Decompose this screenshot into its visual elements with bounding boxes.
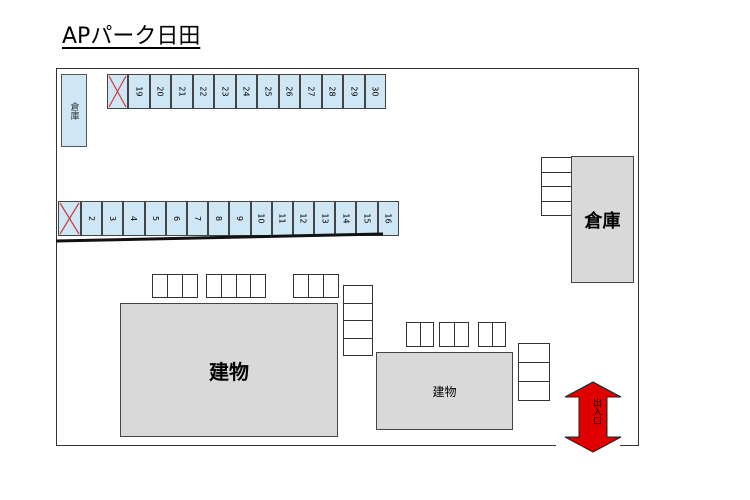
storage-box-group xyxy=(152,274,198,298)
storage-box-stack xyxy=(518,343,550,401)
lot-boundary-right xyxy=(638,68,639,446)
parking-spot: 22 xyxy=(192,74,214,109)
parking-spot: 24 xyxy=(235,74,257,109)
parking-spot: 23 xyxy=(214,74,236,109)
storage-box-group xyxy=(206,274,266,298)
lot-boundary xyxy=(56,68,639,446)
cross-icon xyxy=(59,202,80,235)
parking-row-bottom: 2 3 4 5 6 7 8 9 10 11 12 13 14 15 16 xyxy=(58,201,399,236)
parking-spot: 20 xyxy=(149,74,171,109)
cross-icon xyxy=(108,75,127,108)
building-large-label: 建物 xyxy=(209,359,249,384)
parking-spot: 3 xyxy=(102,201,124,236)
parking-spot: 19 xyxy=(128,74,150,109)
storage-box-stack xyxy=(343,285,373,356)
storage-box-group xyxy=(406,322,434,347)
parking-spot: 27 xyxy=(300,74,322,109)
storage-box-group xyxy=(439,322,469,347)
parking-spot: 9 xyxy=(229,201,251,236)
warehouse: 倉庫 xyxy=(571,156,634,283)
page-title: APパーク日田 xyxy=(62,24,201,49)
curb-line xyxy=(56,232,384,243)
building-small-label: 建物 xyxy=(432,384,457,399)
parking-spot: 6 xyxy=(165,201,187,236)
small-storage-label: 倉庫 xyxy=(68,101,79,120)
lot-boundary-bottom-right xyxy=(620,445,639,446)
unavailable-spot xyxy=(58,201,81,236)
building-small: 建物 xyxy=(376,352,513,430)
parking-spot: 30 xyxy=(364,74,386,109)
parking-spot: 8 xyxy=(208,201,230,236)
parking-spot: 26 xyxy=(278,74,300,109)
parking-spot: 28 xyxy=(321,74,343,109)
entrance-arrow-icon xyxy=(563,381,623,453)
parking-spot: 2 xyxy=(81,201,103,236)
parking-spot: 7 xyxy=(186,201,209,236)
parking-spot: 16 xyxy=(377,201,399,236)
parking-spot: 5 xyxy=(144,201,166,236)
parking-spot: 4 xyxy=(123,201,145,236)
parking-row-top: 19 20 21 22 23 24 25 26 27 28 29 30 xyxy=(107,74,386,109)
building-large: 建物 xyxy=(120,303,338,437)
small-storage: 倉庫 xyxy=(61,74,87,147)
storage-box-group xyxy=(478,322,506,347)
warehouse-side-spaces xyxy=(541,157,572,216)
parking-spot: 21 xyxy=(171,74,193,109)
parking-spot: 25 xyxy=(257,74,279,109)
parking-spot: 29 xyxy=(343,74,365,109)
warehouse-label: 倉庫 xyxy=(584,210,621,232)
lot-boundary-bottom xyxy=(56,445,556,446)
unavailable-spot xyxy=(107,74,128,109)
entrance-label: 出入口 xyxy=(591,398,601,425)
storage-box-group xyxy=(293,274,339,298)
